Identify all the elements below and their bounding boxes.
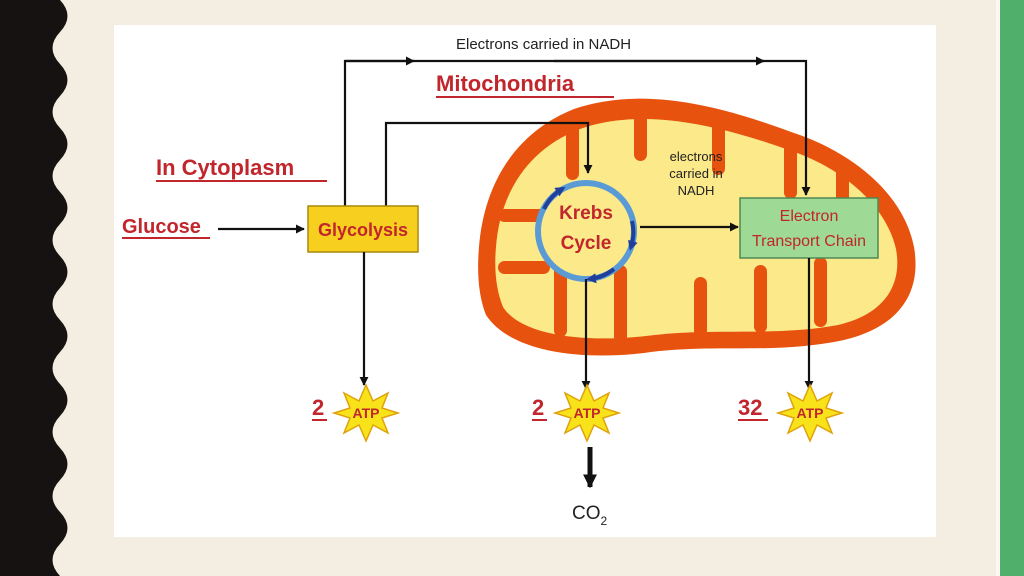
krebs-cycle: Krebs Cycle bbox=[535, 180, 638, 284]
krebs-cycle-fill bbox=[536, 181, 636, 281]
top-arrow-label-bg bbox=[452, 31, 680, 55]
co2-label: CO2 bbox=[572, 503, 608, 528]
diagram-canvas: Mitochondria In Cytoplasm Electrons carr… bbox=[122, 31, 916, 528]
co2-main-text: CO bbox=[572, 503, 601, 524]
atp-count-krebs: 2 bbox=[532, 395, 544, 420]
co2-subscript: 2 bbox=[601, 514, 608, 528]
atp-star-icon bbox=[775, 383, 845, 443]
top-nadh-arrow-label: Electrons carried in NADH bbox=[456, 36, 631, 53]
cytoplasm-title: In Cytoplasm bbox=[156, 155, 294, 180]
atp-burst-etc: ATP bbox=[775, 383, 845, 443]
atp-count-glycolysis: 2 bbox=[312, 395, 324, 420]
etc-label-line1: Electron bbox=[780, 208, 839, 225]
atp-text: ATP bbox=[797, 405, 824, 421]
electron-transport-chain-box bbox=[739, 197, 879, 259]
inner-nadh-label-line1: electrons bbox=[670, 149, 723, 164]
cellular-respiration-diagram: Mitochondria In Cytoplasm Electrons carr… bbox=[114, 25, 936, 537]
glycolysis-to-krebs-arrow bbox=[384, 121, 593, 207]
inner-nadh-label-line3: NADH bbox=[678, 183, 715, 198]
mitochondria-title: Mitochondria bbox=[436, 71, 575, 96]
green-accent-bar bbox=[1000, 0, 1024, 576]
mitochondrion-cristae bbox=[498, 109, 849, 343]
slide-edge-highlight bbox=[996, 0, 1000, 576]
atp-count-etc: 32 bbox=[738, 395, 762, 420]
atp-burst-krebs: ATP bbox=[552, 383, 622, 443]
etc-label-line2: Transport Chain bbox=[752, 233, 866, 250]
atp-star-icon bbox=[552, 383, 622, 443]
glycolysis-label: Glycolysis bbox=[318, 220, 408, 240]
atp-text: ATP bbox=[574, 405, 601, 421]
atp-burst-glycolysis: ATP bbox=[331, 383, 401, 443]
inner-nadh-label-line2: carried in bbox=[669, 166, 722, 181]
krebs-label-line1: Krebs bbox=[559, 203, 613, 224]
atp-text: ATP bbox=[353, 405, 380, 421]
wavy-black-border bbox=[0, 0, 68, 576]
glucose-label: Glucose bbox=[122, 216, 201, 238]
krebs-label-line2: Cycle bbox=[561, 233, 612, 254]
atp-star-icon bbox=[331, 383, 401, 443]
